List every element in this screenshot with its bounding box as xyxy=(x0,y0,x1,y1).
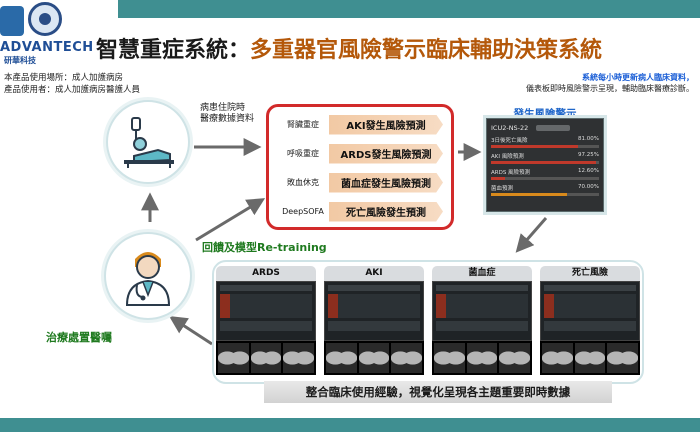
model-task: 菌血症發生風險預測 xyxy=(329,172,443,193)
medical-data-label-line-1: 病患住院時 xyxy=(200,103,246,113)
patient-bed-icon xyxy=(124,117,174,168)
dashboard-ards: ARDS xyxy=(216,266,316,378)
alert-label: 菌血預測 xyxy=(491,186,514,192)
dashboard-tab: AKI xyxy=(324,266,424,281)
product-info: 本產品使用場所：成人加護病房 產品使用者：成人加護病房醫護人員 xyxy=(4,72,140,96)
medical-data-label-line-2: 醫療數據資料 xyxy=(200,114,255,124)
doctor-icon xyxy=(125,252,171,306)
note-line-2: 儀表板即時風險警示呈現，輔助臨床醫療診斷。 xyxy=(526,84,694,93)
dashboard-screen xyxy=(432,281,532,341)
dashboard-tab: 死亡風險 xyxy=(540,266,640,281)
retraining-label: 回饋及模型Re-training xyxy=(202,241,327,254)
dashboard-tab: ARDS xyxy=(216,266,316,281)
logo-area: ADVANTECH 研華科技 xyxy=(0,0,112,65)
arrow-alert-to-dashboards xyxy=(515,217,548,253)
dashboard-tab: 菌血症 xyxy=(432,266,532,281)
alert-value: 81.00% xyxy=(578,136,599,142)
alert-label: AKI 風險預測 xyxy=(491,154,524,160)
model-row: 呼吸重症 ARDS發生風險預測 xyxy=(277,141,443,166)
alert-value: 97.25% xyxy=(578,152,599,158)
model-task: 死亡風險發生預測 xyxy=(329,201,443,222)
doctor-node xyxy=(104,232,192,320)
company-logo-cn: 研華科技 xyxy=(4,56,36,65)
model-row: DeepSOFA 死亡風險發生預測 xyxy=(277,199,443,224)
medical-data-label: 病患住院時 醫療數據資料 xyxy=(200,103,254,125)
dashboard-caption: 整合臨床使用經驗，視覺化呈現各主題重要即時數據 xyxy=(264,381,612,403)
arrow-doctor-to-models xyxy=(195,198,266,242)
alert-level-bar xyxy=(491,145,579,148)
dashboard-screen xyxy=(540,281,640,341)
patient-name-redacted xyxy=(536,125,571,131)
dashboard-screen xyxy=(216,281,316,341)
alert-value: 70.00% xyxy=(578,184,599,190)
alert-level-bar xyxy=(491,177,506,180)
model-task: ARDS發生風險預測 xyxy=(329,143,443,164)
model-row: 腎臟重症 AKI發生風險預測 xyxy=(277,112,443,137)
alert-level-bar xyxy=(491,193,567,196)
bed-id: ICU2-NS-22 xyxy=(491,124,529,132)
top-accent-bar xyxy=(118,0,700,18)
bottom-accent-bar xyxy=(0,418,700,432)
info-users: 產品使用者：成人加護病房醫護人員 xyxy=(4,85,141,95)
alert-row: AKI 風險預測 97.25% xyxy=(491,150,599,166)
alert-row: 3日後死亡風險 81.00% xyxy=(491,134,599,150)
model-row: 敗血休克 菌血症發生風險預測 xyxy=(277,170,443,195)
company-logo: ADVANTECH xyxy=(0,40,94,55)
update-note: 系統每小時更新病人臨床資料， 儀表板即時風險警示呈現，輔助臨床醫療診斷。 xyxy=(436,72,694,94)
alert-title: 發生風險警示 xyxy=(513,108,577,120)
xray-images xyxy=(324,341,424,375)
page-title: 智慧重症系統：多重器官風險警示臨床輔助決策系統 xyxy=(96,32,602,64)
alert-row: 菌血預測 70.00% xyxy=(491,182,599,198)
xray-images xyxy=(540,341,640,375)
model-organ: 腎臟重症 xyxy=(287,120,319,129)
dashboard-mortality: 死亡風險 xyxy=(540,266,640,378)
dashboard-aki: AKI xyxy=(324,266,424,378)
dashboard-bacteremia: 菌血症 xyxy=(432,266,532,378)
hospital-logo-icon xyxy=(0,6,24,36)
xray-images xyxy=(216,341,316,375)
alert-row: ARDS 風險預測 12.60% xyxy=(491,166,599,182)
info-usage-site: 本產品使用場所：成人加護病房 xyxy=(4,73,124,83)
alert-level-bar xyxy=(491,161,596,164)
model-organ: DeepSOFA xyxy=(282,207,324,216)
arrow-dashboards-to-doctor xyxy=(168,316,213,346)
note-line-1: 系統每小時更新病人臨床資料， xyxy=(582,73,694,82)
dashboard-screen xyxy=(324,281,424,341)
xray-images xyxy=(432,341,532,375)
alert-header: ICU2-NS-22 xyxy=(491,122,599,134)
risk-model-box: 腎臟重症 AKI發生風險預測 呼吸重症 ARDS發生風險預測 敗血休克 菌血症發… xyxy=(266,104,454,230)
alert-label: 3日後死亡風險 xyxy=(491,138,528,144)
title-part-2: 多重器官風險警示臨床輔助決策系統 xyxy=(250,38,603,63)
university-seal-icon xyxy=(28,2,62,36)
model-organ: 呼吸重症 xyxy=(287,149,319,158)
patient-node xyxy=(106,100,190,184)
model-organ: 敗血休克 xyxy=(287,178,319,187)
model-task: AKI發生風險預測 xyxy=(329,114,443,135)
alert-label: ARDS 風險預測 xyxy=(491,170,531,176)
alert-value: 12.60% xyxy=(578,168,599,174)
treatment-label: 治療處置醫囑 xyxy=(46,331,112,344)
title-part-1: 智慧重症系統： xyxy=(96,38,251,63)
